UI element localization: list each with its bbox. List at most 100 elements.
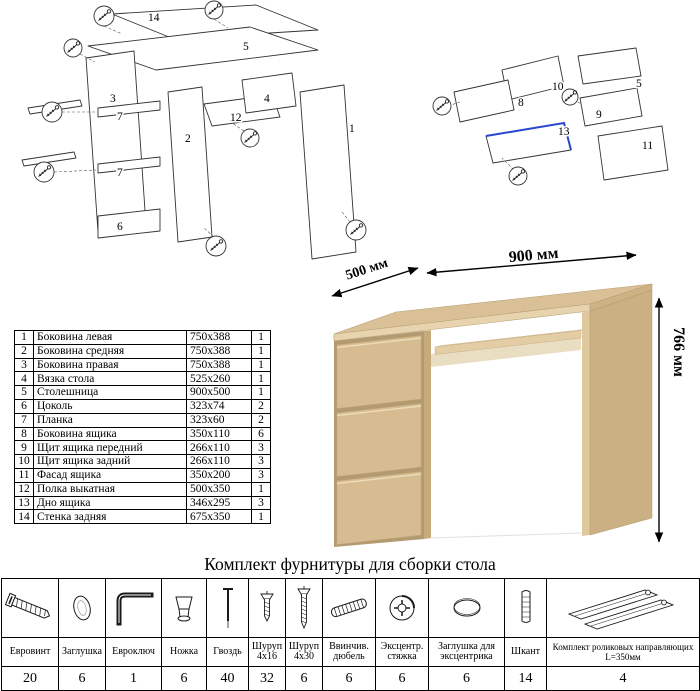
hardware-item-name: Шуруп 4x16	[248, 637, 286, 667]
hardware-item-qty: 32	[248, 666, 286, 691]
part-qty: 3	[251, 467, 271, 483]
hardware-kit-title: Комплект фурнитуры для сборки стола	[204, 554, 496, 574]
panel-side-right	[299, 84, 357, 260]
exploded-view-drawer: 10 5 8 9 13 11	[432, 47, 669, 186]
fastener-callouts	[33, 0, 367, 257]
hardware-item-name: Комплект роликовых направляющих L=350мм	[546, 637, 700, 667]
part-qty: 1	[251, 385, 271, 400]
part-label: 7	[117, 111, 123, 123]
part-label: 6	[117, 221, 123, 233]
roller-rail-2	[21, 151, 77, 167]
part-qty: 3	[251, 454, 271, 469]
part-number: 14	[14, 509, 34, 525]
hardware-item-name: Гвоздь	[206, 637, 249, 667]
part-number: 12	[14, 481, 34, 497]
hardware-item-name: Евроключ	[105, 637, 162, 667]
plinth	[97, 208, 161, 239]
part-label: 5	[243, 41, 249, 53]
dim-height-label: 766 мм	[670, 327, 687, 377]
part-label: 4	[264, 93, 270, 105]
part-number: 1	[14, 330, 34, 345]
part-size: 323x74	[186, 398, 252, 414]
part-size: 350x110	[186, 426, 252, 442]
drawer-front-1	[336, 335, 422, 409]
part-number: 5	[14, 385, 34, 400]
part-label: 14	[148, 12, 160, 24]
cap-icon	[58, 578, 106, 638]
cam-lock-icon	[375, 578, 429, 638]
drawer-back-shield	[501, 55, 565, 101]
part-name: Дно ящика	[33, 495, 187, 511]
part-name: Щит ящика задний	[33, 454, 187, 469]
part-qty: 1	[251, 357, 271, 373]
dim-width-arrow	[426, 251, 637, 277]
screw-long-icon	[285, 578, 323, 638]
part-label: 2	[185, 133, 191, 145]
part-label: 10	[552, 81, 564, 93]
part-number: 10	[14, 454, 34, 469]
part-qty: 3	[251, 495, 271, 511]
leader-lines	[53, 18, 351, 238]
nail-icon	[206, 578, 249, 638]
part-size: 266x110	[186, 454, 252, 469]
part-number: 7	[14, 412, 34, 428]
part-label: 13	[558, 126, 570, 138]
part-size: 500x350	[186, 481, 252, 497]
part-name: Вязка стола	[33, 371, 187, 387]
euroscrew-icon	[1, 578, 59, 638]
part-qty: 1	[251, 509, 271, 525]
plank-top	[97, 100, 161, 118]
part-qty: 2	[251, 412, 271, 428]
hardware-item-qty: 1	[105, 666, 162, 691]
desk-body	[333, 283, 653, 547]
hardware-item-qty: 6	[58, 666, 106, 691]
part-name: Боковина ящика	[33, 426, 187, 442]
hardware-item-name: Заглушка для эксцентрика	[428, 637, 505, 667]
drawer-front-3	[336, 471, 422, 545]
part-name: Столешница	[33, 385, 187, 400]
part-qty: 1	[251, 481, 271, 497]
threaded-dowel-icon	[322, 578, 376, 638]
part-label: 11	[642, 140, 653, 152]
part-qty: 6	[251, 426, 271, 442]
hardware-item-name: Шуруп 4x30	[285, 637, 323, 667]
part-name: Стенка задняя	[33, 509, 187, 525]
part-name: Фасад ящика	[33, 467, 187, 483]
hardware-item-name: Ножка	[161, 637, 207, 667]
hardware-item-qty: 20	[1, 666, 59, 691]
hardware-item-qty: 6	[375, 666, 429, 691]
hardware-item-qty: 6	[285, 666, 323, 691]
part-size: 266x110	[186, 440, 252, 456]
part-label: 12	[230, 112, 242, 124]
part-number: 9	[14, 440, 34, 456]
middle-panel-edge	[424, 330, 431, 539]
part-number: 6	[14, 398, 34, 414]
dim-width-label: 900 мм	[508, 246, 559, 266]
part-qty: 1	[251, 371, 271, 387]
screw-short-icon	[248, 578, 286, 638]
hardware-item-qty: 4	[546, 666, 700, 691]
part-label: 7	[117, 167, 123, 179]
drawer-side-panel	[453, 79, 515, 123]
panel-top-right	[577, 47, 642, 85]
desk-tie-panel	[241, 72, 297, 114]
part-name: Боковина правая	[33, 357, 187, 373]
part-qty: 3	[251, 440, 271, 456]
hardware-item-name: Заглушка	[58, 637, 106, 667]
part-name: Полка выкатная	[33, 481, 187, 497]
right-panel-front-edge	[582, 311, 590, 536]
part-label: 5	[636, 78, 642, 90]
part-number-labels: 10 5 8 9 13 11	[517, 77, 655, 154]
part-size: 350x200	[186, 467, 252, 483]
